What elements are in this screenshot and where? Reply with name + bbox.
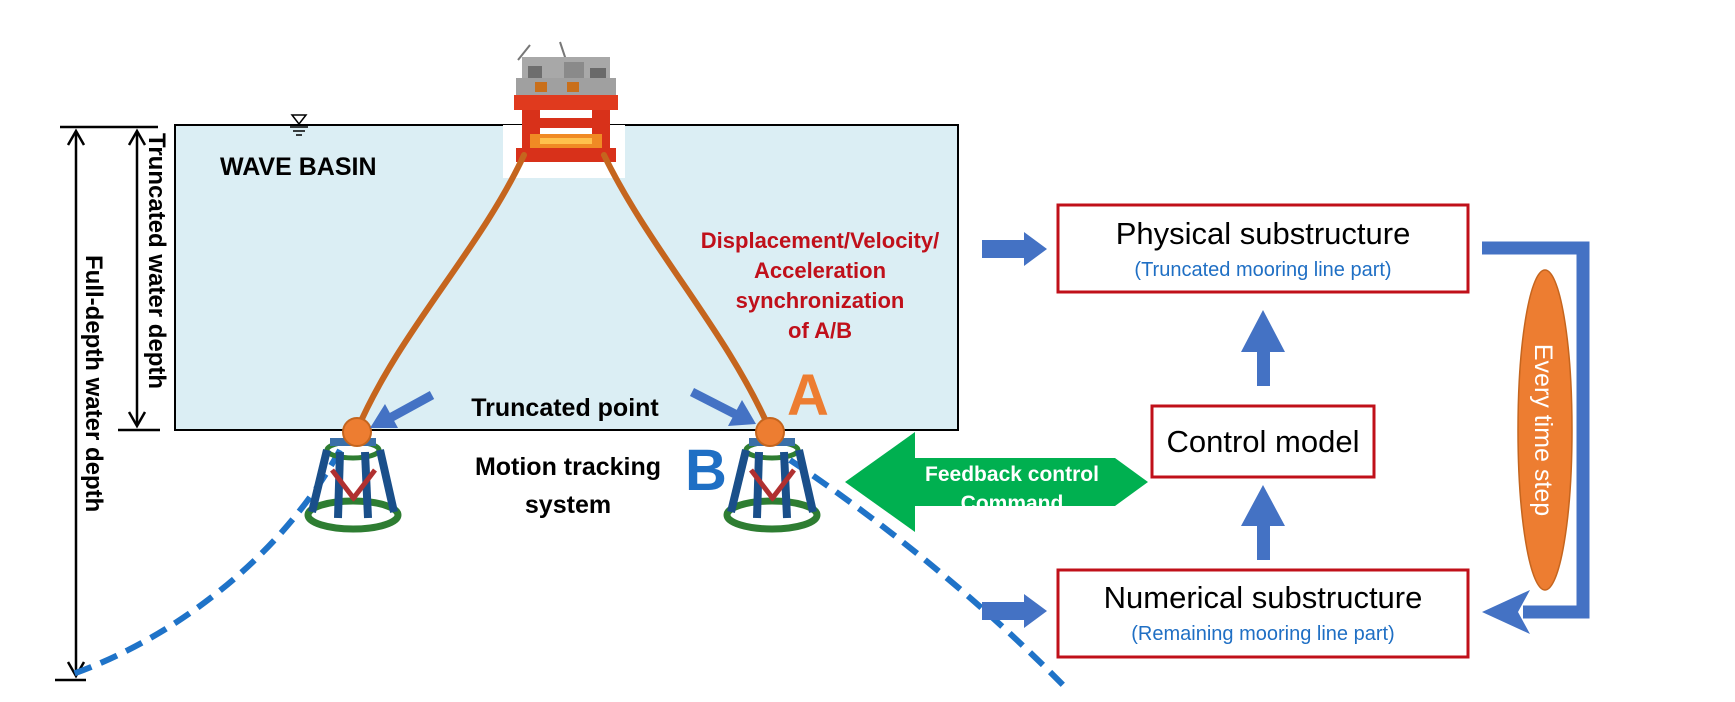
truncated-depth-label: Truncated water depth xyxy=(143,133,170,389)
point-a-label: A xyxy=(787,363,829,428)
truncated-mooring-lines xyxy=(354,152,773,433)
sync-label: Displacement/Velocity/ Acceleration sync… xyxy=(701,228,939,343)
physical-substructure-box xyxy=(1056,203,1470,294)
wave-basin-label: WAVE BASIN xyxy=(220,153,377,181)
sync-label-line-3: synchronization xyxy=(736,288,905,313)
truncated-point-pointer-left xyxy=(370,391,435,428)
feedback-control-arrow xyxy=(845,432,1148,532)
motion-tracking-label-line-1: Motion tracking xyxy=(475,453,661,481)
feedback-label-line-2: Command xyxy=(961,492,1064,515)
time-step-label: Every time step xyxy=(1529,344,1557,516)
time-step-loop-arrow xyxy=(1482,241,1590,634)
remaining-mooring-lines xyxy=(69,448,1071,693)
control-model-title: Control model xyxy=(1167,424,1360,459)
time-step-ellipse xyxy=(1517,269,1573,591)
motion-tracking-label-line-2: system xyxy=(525,491,611,519)
arrow-numerical-to-control xyxy=(1241,485,1285,560)
truncated-point-label: Truncated point xyxy=(471,394,659,422)
truncated-point-left xyxy=(342,417,372,447)
sync-label-line-4: of A/B xyxy=(788,318,852,343)
hexapod-robot-right-icon xyxy=(723,438,821,533)
point-b-label: B xyxy=(685,438,727,503)
numerical-substructure-box xyxy=(1056,568,1470,659)
numerical-substructure-title: Numerical substructure xyxy=(1104,580,1423,615)
feedback-label-line-1: Feedback control xyxy=(925,463,1099,486)
arrow-control-to-physical xyxy=(1241,310,1285,386)
arrow-to-physical xyxy=(982,232,1047,266)
full-depth-label: Full-depth water depth xyxy=(80,255,107,512)
control-model-box xyxy=(1150,404,1376,479)
floating-platform-icon xyxy=(503,41,625,178)
water-level-icon xyxy=(290,114,308,136)
hexapod-robot-left-icon xyxy=(304,438,402,533)
physical-substructure-sub: (Truncated mooring line part) xyxy=(1134,259,1391,281)
arrow-to-numerical xyxy=(982,594,1047,628)
physical-substructure-title: Physical substructure xyxy=(1116,216,1411,251)
truncated-point-a xyxy=(755,417,785,447)
sync-label-line-2: Acceleration xyxy=(754,258,886,283)
truncated-point-pointer-right xyxy=(689,387,756,426)
sync-label-line-1: Displacement/Velocity/ xyxy=(701,228,939,253)
numerical-substructure-sub: (Remaining mooring line part) xyxy=(1131,623,1394,645)
